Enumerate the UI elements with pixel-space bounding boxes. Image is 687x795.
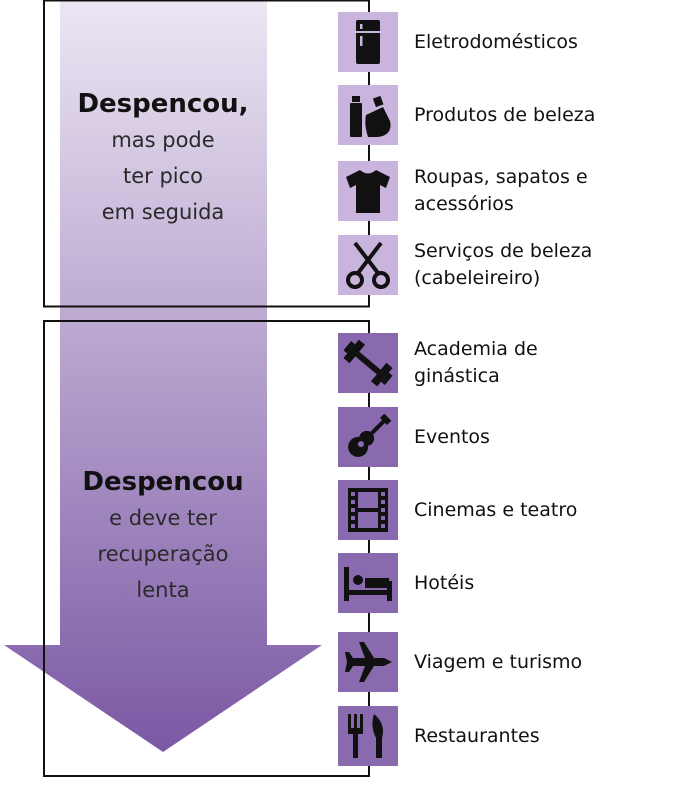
down-arrow [4,0,322,752]
item-label: Restaurantes [414,724,540,747]
item-label: Eletrodomésticos [414,30,578,53]
item-restaurantes: Restaurantes [338,706,540,766]
item-label: Cinemas e teatro [414,498,578,521]
group-1-heading: Despencou, [77,89,249,119]
refrigerator-icon [338,12,398,72]
airplane-icon [338,632,398,692]
tshirt-icon [338,161,398,221]
guitar-icon [338,407,398,467]
item-produtos-de-beleza: Produtos de beleza [338,85,595,145]
beauty-products-icon [338,85,398,145]
item-label: Produtos de beleza [414,103,596,126]
item-hoteis: Hotéis [338,553,474,613]
item-label: Hotéis [414,571,475,594]
cutlery-icon [338,706,398,766]
film-icon [338,480,398,540]
item-eletrodomesticos: Eletrodomésticos [338,12,578,72]
item-label: Academia de ginástica [414,338,538,387]
dumbbell-icon [338,333,398,393]
group-1-line-2: ter pico [122,164,204,188]
item-label: Serviços de beleza (cabeleireiro) [414,240,593,289]
group-2-border [43,320,370,777]
group-2-heading: Despencou [82,467,244,497]
group-2-line-3: lenta [136,578,190,602]
item-cinemas: Cinemas e teatro [338,480,577,540]
item-label: Eventos [414,425,490,448]
group-2-text: Despencou e deve ter recuperação lenta [44,464,282,608]
scissors-icon [338,235,398,295]
item-academia: Academia de ginástica [338,333,538,393]
item-roupas: Roupas, sapatos e acessórios [338,161,588,221]
item-eventos: Eventos [338,407,490,467]
item-label: Roupas, sapatos e acessórios [414,166,588,215]
bed-icon [338,553,398,613]
group-2-line-1: e deve ter [109,506,217,530]
item-label: Viagem e turismo [414,650,583,673]
group-1-border [43,0,370,308]
group-1-line-1: mas pode [111,128,215,152]
group-1-line-3: em seguida [101,200,225,224]
group-2-line-2: recuperação [97,542,229,566]
item-servicos-de-beleza: Serviços de beleza (cabeleireiro) [338,235,592,295]
group-1-text: Despencou, mas pode ter pico em seguida [44,86,282,230]
item-viagem: Viagem e turismo [338,632,582,692]
